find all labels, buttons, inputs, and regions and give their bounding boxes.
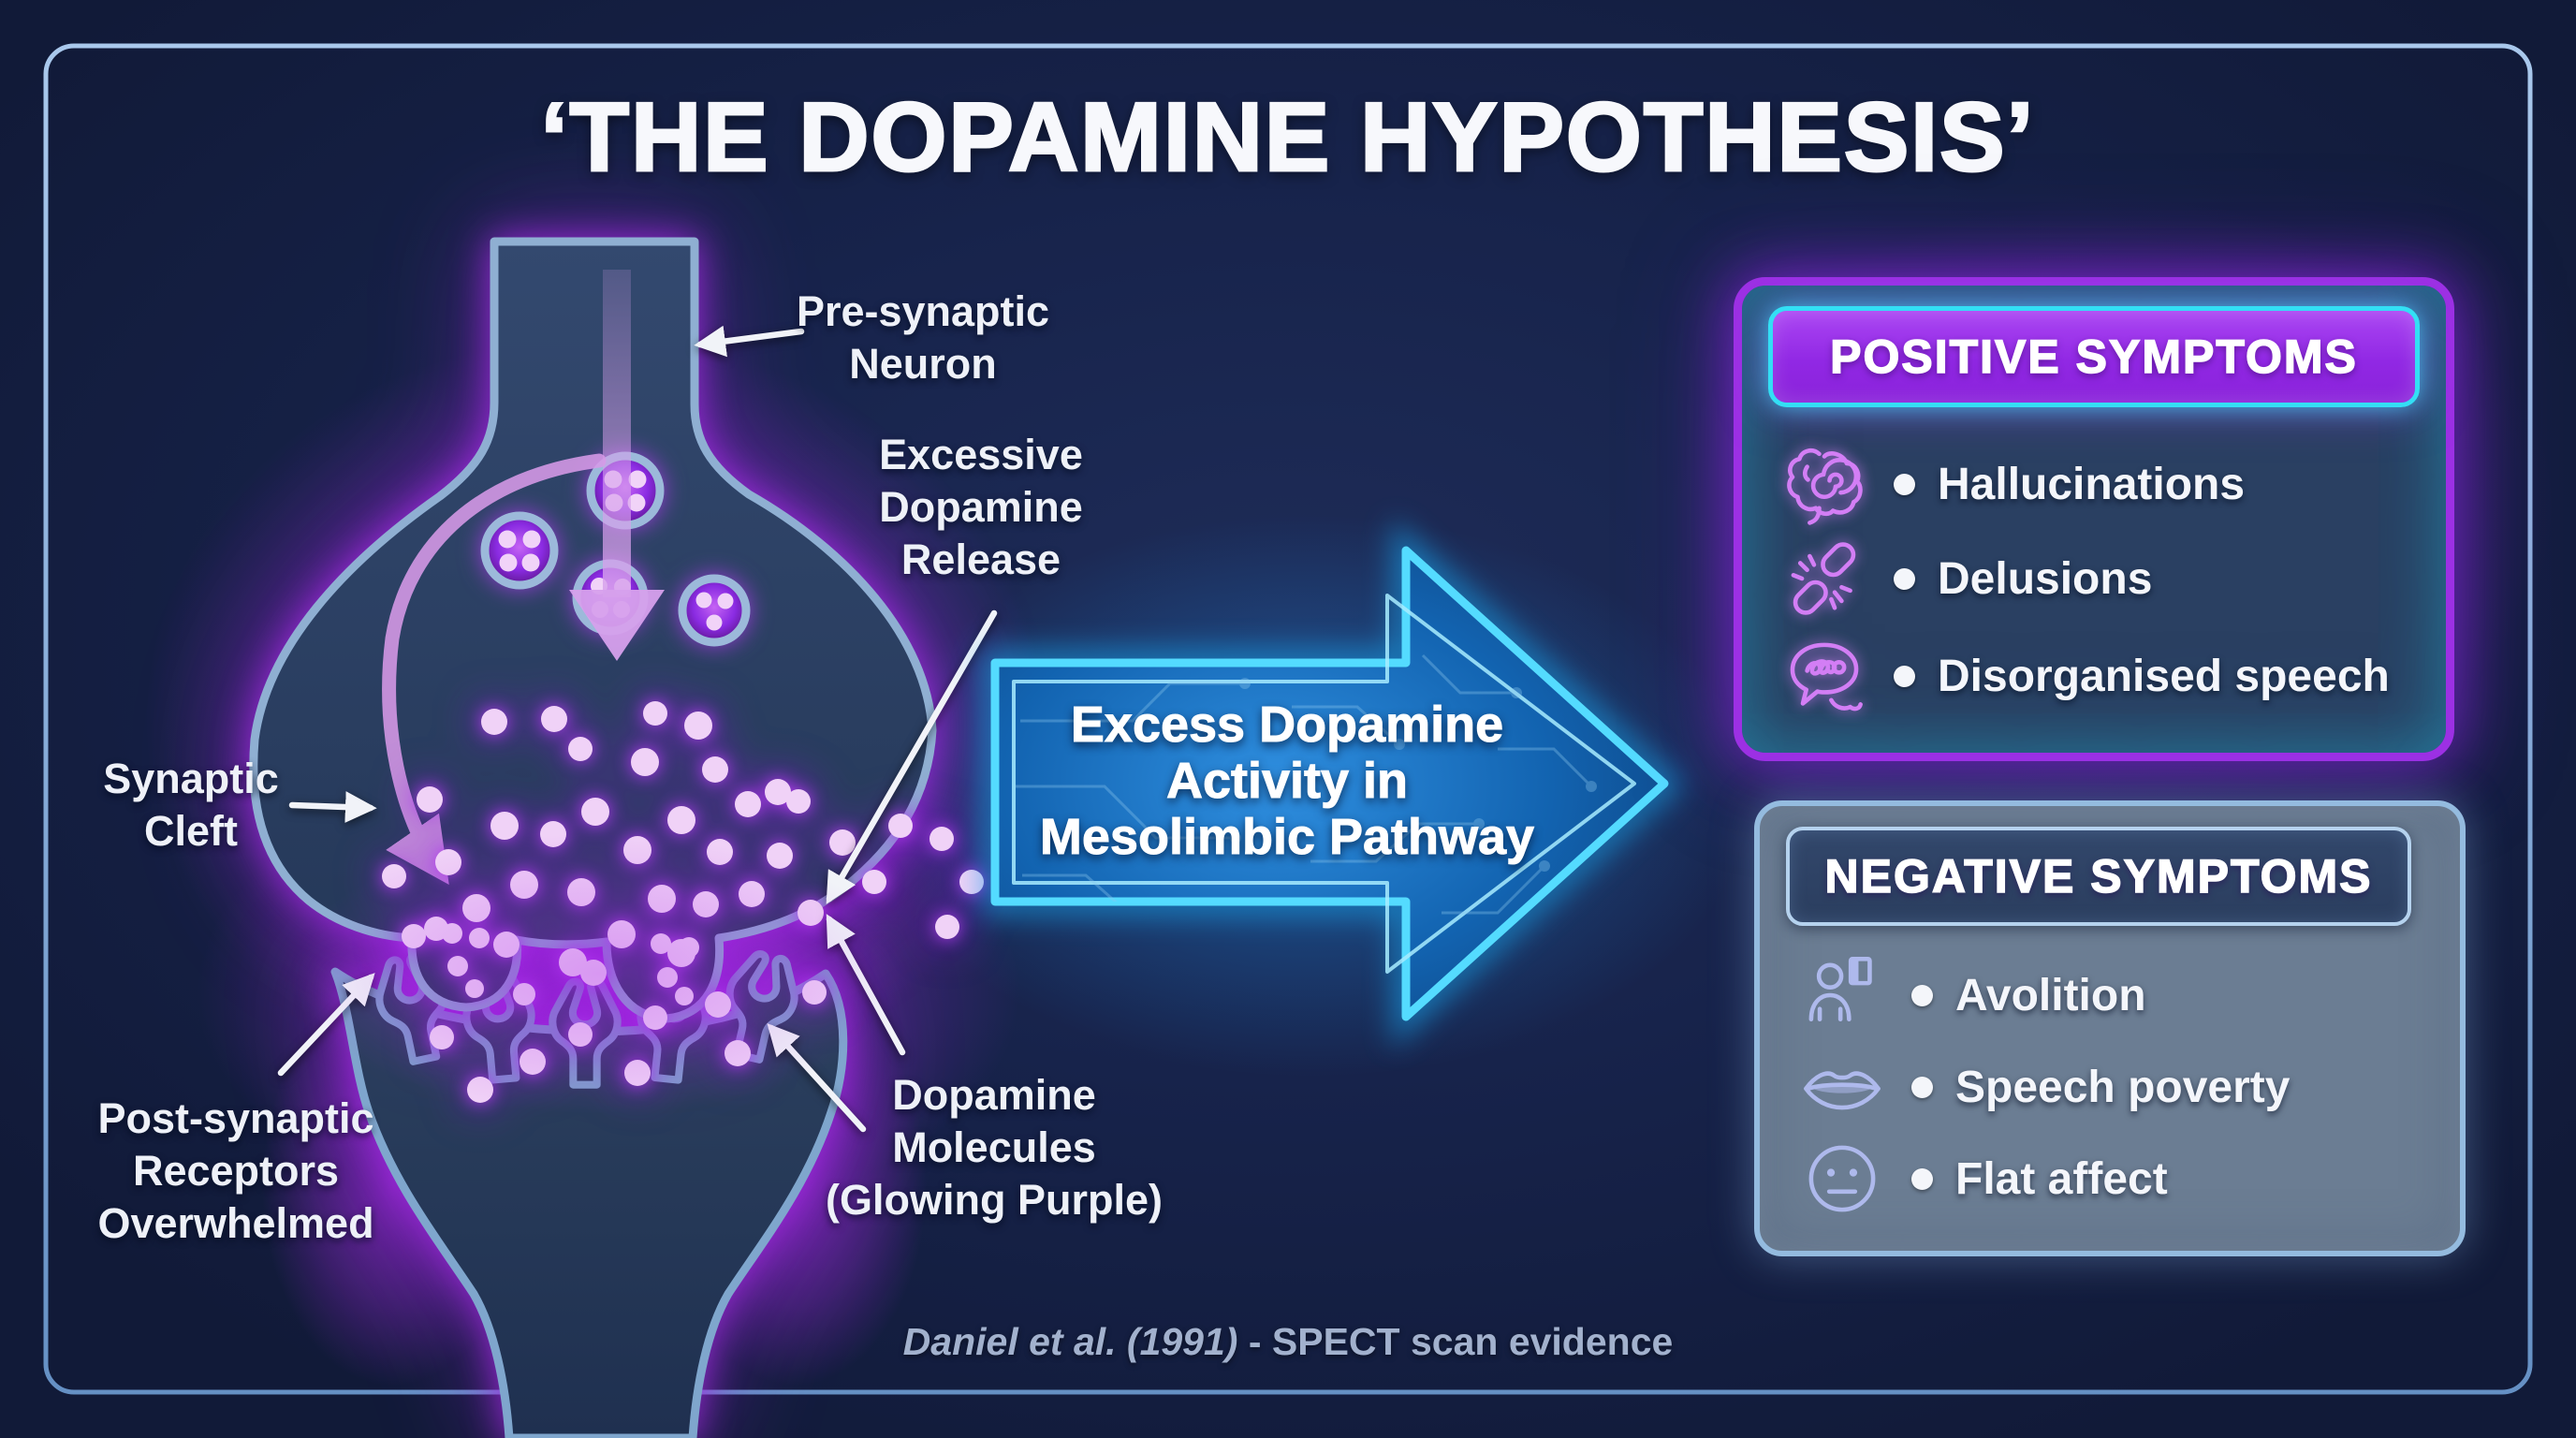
- positive-item-label: Hallucinations: [1938, 459, 2246, 509]
- negative-item-label: Avolition: [1955, 970, 2146, 1020]
- pre-synaptic-arrow: [694, 325, 805, 358]
- label-excessive-dopamine-release: Excessive Dopamine Release: [879, 431, 1083, 583]
- negative-item-label: Flat affect: [1955, 1153, 2168, 1204]
- bullet-icon: [1894, 473, 1915, 495]
- flow-arrow: [981, 519, 1686, 1049]
- positive-symptoms-title: POSITIVE SYMPTOMS: [1829, 330, 2358, 384]
- broken-chain-icon: [1781, 536, 1867, 622]
- citation-source: Daniel et al. (1991): [902, 1320, 1238, 1363]
- speech-scribble-icon: [1781, 633, 1867, 719]
- negative-symptoms-header: NEGATIVE SYMPTOMS: [1786, 827, 2411, 926]
- excessive-release-line: [826, 609, 998, 904]
- person-door-icon: [1799, 952, 1885, 1038]
- outer-frame: [43, 43, 2533, 1395]
- cleft-glow-overlay: [290, 833, 908, 1114]
- positive-item-label: Disorganised speech: [1938, 651, 2390, 701]
- positive-symptoms-panel: POSITIVE SYMPTOMS Hallucinations: [1734, 277, 2454, 761]
- flat-face-icon: [1799, 1136, 1885, 1222]
- negative-symptoms-title: NEGATIVE SYMPTOMS: [1824, 849, 2373, 903]
- citation: Daniel et al. (1991) - SPECT scan eviden…: [0, 1320, 2576, 1364]
- flow-arrow-text: Excess Dopamine Activity in Mesolimbic P…: [1039, 697, 1535, 866]
- release-direction-arrows: [382, 270, 665, 886]
- down-arrow-icon: [569, 270, 665, 661]
- bullet-icon: [1894, 567, 1915, 590]
- synaptic-cleft-arrow: [288, 791, 377, 823]
- label-dopamine-molecules: Dopamine Molecules (Glowing Purple): [826, 1071, 1163, 1224]
- negative-item-speech-poverty: Speech poverty: [1799, 1039, 2445, 1135]
- bullet-icon: [1894, 665, 1915, 687]
- curved-arrow-icon: [382, 453, 607, 886]
- negative-item-avolition: Avolition: [1799, 947, 2445, 1043]
- bullet-icon: [1911, 1167, 1933, 1190]
- negative-item-label: Speech poverty: [1955, 1062, 2291, 1112]
- positive-symptoms-header: POSITIVE SYMPTOMS: [1768, 306, 2420, 407]
- bullet-icon: [1911, 984, 1933, 1006]
- bullet-icon: [1911, 1076, 1933, 1098]
- positive-item-hallucinations: Hallucinations: [1781, 436, 2431, 532]
- negative-symptoms-panel: NEGATIVE SYMPTOMS Avolition: [1754, 800, 2466, 1256]
- positive-item-label: Delusions: [1938, 553, 2153, 604]
- negative-item-flat-affect: Flat affect: [1799, 1131, 2445, 1226]
- lips-icon: [1799, 1044, 1885, 1130]
- citation-detail: - SPECT scan evidence: [1237, 1320, 1674, 1363]
- positive-item-delusions: Delusions: [1781, 531, 2431, 626]
- label-post-synaptic-receptors: Post-synaptic Receptors Overwhelmed: [97, 1094, 374, 1247]
- positive-item-disorganised-speech: Disorganised speech: [1781, 628, 2431, 724]
- label-synaptic-cleft: Synaptic Cleft: [103, 755, 279, 855]
- brain-icon: [1781, 441, 1867, 527]
- label-pre-synaptic-neuron: Pre-synaptic Neuron: [796, 287, 1050, 388]
- page-title: ‘THE DOPAMINE HYPOTHESIS’: [539, 82, 2036, 194]
